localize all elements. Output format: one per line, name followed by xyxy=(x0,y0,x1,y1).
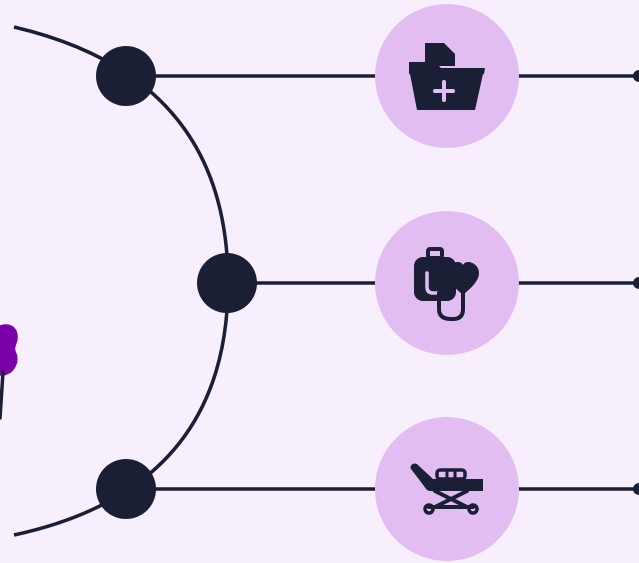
arc-node-3 xyxy=(96,459,156,519)
end-dot-2 xyxy=(633,277,639,289)
medical-bag-stethoscope-icon xyxy=(414,247,479,321)
arc-node-1 xyxy=(96,46,156,106)
medical-folder-icon xyxy=(409,43,485,110)
arc-node-2 xyxy=(197,253,257,313)
hospital-stretcher-icon xyxy=(410,463,483,515)
end-dot-1 xyxy=(633,70,639,82)
end-dot-3 xyxy=(633,483,639,495)
left-edge-figure xyxy=(0,324,18,420)
